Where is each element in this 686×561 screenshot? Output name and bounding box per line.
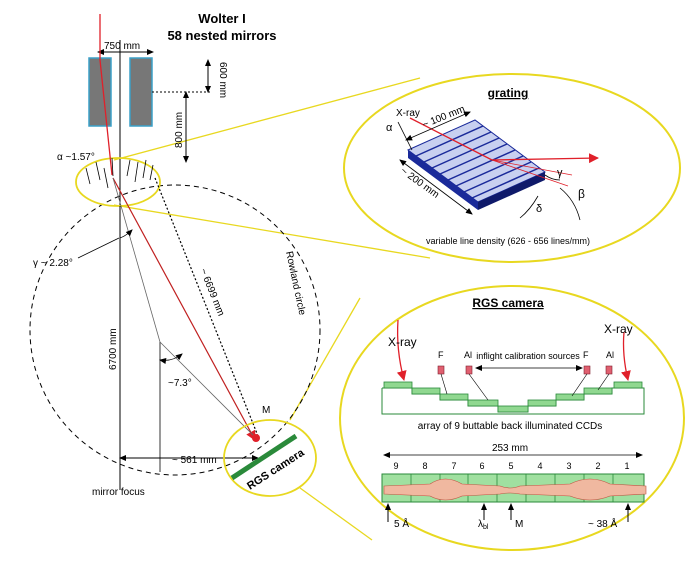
xray-incident-ray — [99, 14, 113, 176]
camera-xray-right: X-ray — [604, 322, 633, 336]
focus-to-camera — [159, 341, 259, 441]
grating-alpha-label: α — [386, 122, 393, 134]
camera-calibration-label: inflight calibration sources — [476, 351, 580, 361]
ccd-number-7: 7 — [451, 461, 456, 471]
label-mirror-focus: mirror focus — [92, 487, 145, 498]
grating-stack — [85, 157, 154, 189]
camera-xray-left: X-ray — [388, 335, 417, 349]
label-alpha-angle: α ~1.57° — [57, 152, 95, 163]
ccd-number-row: 9 8 7 6 5 4 3 2 1 — [393, 461, 629, 471]
camera-width-label: 253 mm — [492, 443, 528, 454]
label-mirror-length: 600 mm — [217, 62, 228, 98]
grating-title: grating — [488, 86, 529, 100]
mirror-module-right — [129, 57, 153, 127]
camera-ccd-array-label: array of 9 buttable back illuminated CCD… — [418, 421, 603, 432]
camera-f-left: F — [438, 350, 444, 360]
wavelength-blaze: λbl — [478, 519, 489, 531]
dispersed-ray — [112, 177, 256, 441]
ccd-number-9: 9 — [393, 461, 398, 471]
mirror-module-left — [88, 57, 112, 127]
camera-zoom-ellipse — [339, 285, 685, 551]
grating-camera-distance — [154, 177, 259, 437]
undispersed-ray — [112, 177, 161, 343]
calibration-sources — [437, 365, 613, 375]
camera-al-left: Al — [464, 350, 472, 360]
label-rowland-circle: Rowland circle — [283, 250, 307, 316]
camera-region-ellipse — [223, 419, 317, 497]
ccd-number-6: 6 — [479, 461, 484, 471]
ccd-number-4: 4 — [537, 461, 542, 471]
title-line1: Wolter I — [198, 11, 245, 26]
ccd-number-5: 5 — [508, 461, 513, 471]
ccd-top-view — [381, 473, 647, 503]
label-rgs-camera: RGS camera — [245, 446, 307, 492]
grating-xray-label: X-ray — [396, 108, 420, 119]
grating-gamma-label: γ — [557, 167, 563, 179]
grating-density-label: variable line density (626 - 656 lines/m… — [426, 236, 590, 246]
m-point-marker — [252, 434, 260, 442]
ccd-number-2: 2 — [595, 461, 600, 471]
ccd-number-8: 8 — [422, 461, 427, 471]
label-camera-offset: ~ 561 mm — [172, 455, 217, 466]
grating-beta-label: β — [578, 187, 585, 201]
label-dispersion-angle: ~7.3° — [168, 378, 192, 389]
camera-f-right: F — [583, 350, 589, 360]
label-gamma-angle: γ ~ 2.28° — [33, 258, 73, 269]
ccd-number-1: 1 — [624, 461, 629, 471]
wavelength-m: M — [515, 519, 523, 530]
wavelength-38: ~ 38 Å — [588, 517, 618, 530]
camera-title: RGS camera — [472, 296, 544, 310]
wavelength-5: 5 Å — [394, 517, 409, 530]
camera-ccd-chips — [383, 381, 643, 413]
grating-delta-label: δ — [536, 203, 542, 215]
label-grating-camera: ~ 6699 mm — [197, 267, 226, 318]
rowland-circle — [29, 184, 321, 476]
grating-diffracted-ray — [491, 153, 599, 164]
camera-detector-bar — [230, 433, 298, 481]
label-m-point: M — [262, 405, 270, 416]
ccd-number-3: 3 — [566, 461, 571, 471]
grating-region-ellipse — [75, 157, 161, 207]
title-line2: 58 nested mirrors — [167, 28, 276, 43]
grating-zoom-ellipse — [343, 73, 681, 263]
label-focal-length: 6700 mm — [108, 328, 119, 370]
label-mirror-width: 750 mm — [104, 41, 140, 52]
camera-al-right: Al — [606, 350, 614, 360]
label-mirror-gap: 800 mm — [174, 112, 185, 148]
grating-block — [407, 119, 546, 210]
